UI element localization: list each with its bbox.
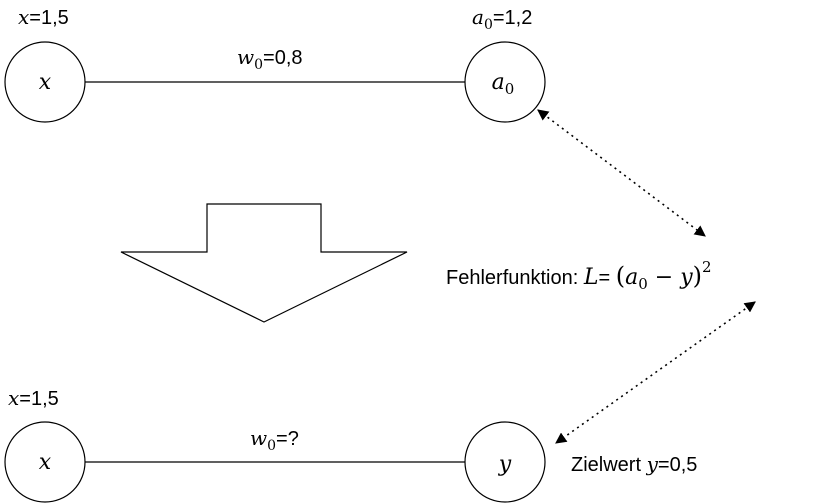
bottom-x-value-label: x=1,5 [8,386,59,410]
dotted-connector-lower [555,301,756,444]
bottom-input-node-label: x [39,450,52,475]
top-output-node [464,41,546,123]
top-output-node-label: a0 [492,70,515,98]
top-a0-value-label: a0=1,2 [472,5,532,33]
top-x-value-label: x=1,5 [18,5,69,29]
loss-function-label: Fehlerfunktion: L= (a0 − y)2 [446,258,712,293]
bottom-input-node [4,421,86,503]
top-weight-label: w0=0,8 [237,45,303,73]
bottom-output-node [464,421,546,503]
top-input-node [4,41,86,123]
top-input-node-label: x [39,70,52,95]
target-value-label: Zielwert y=0,5 [571,452,697,476]
dotted-connector-upper [537,109,706,237]
bottom-weight-label: w0=? [250,426,299,454]
down-arrow-shape [120,203,408,323]
bottom-output-node-label: y [498,452,512,477]
